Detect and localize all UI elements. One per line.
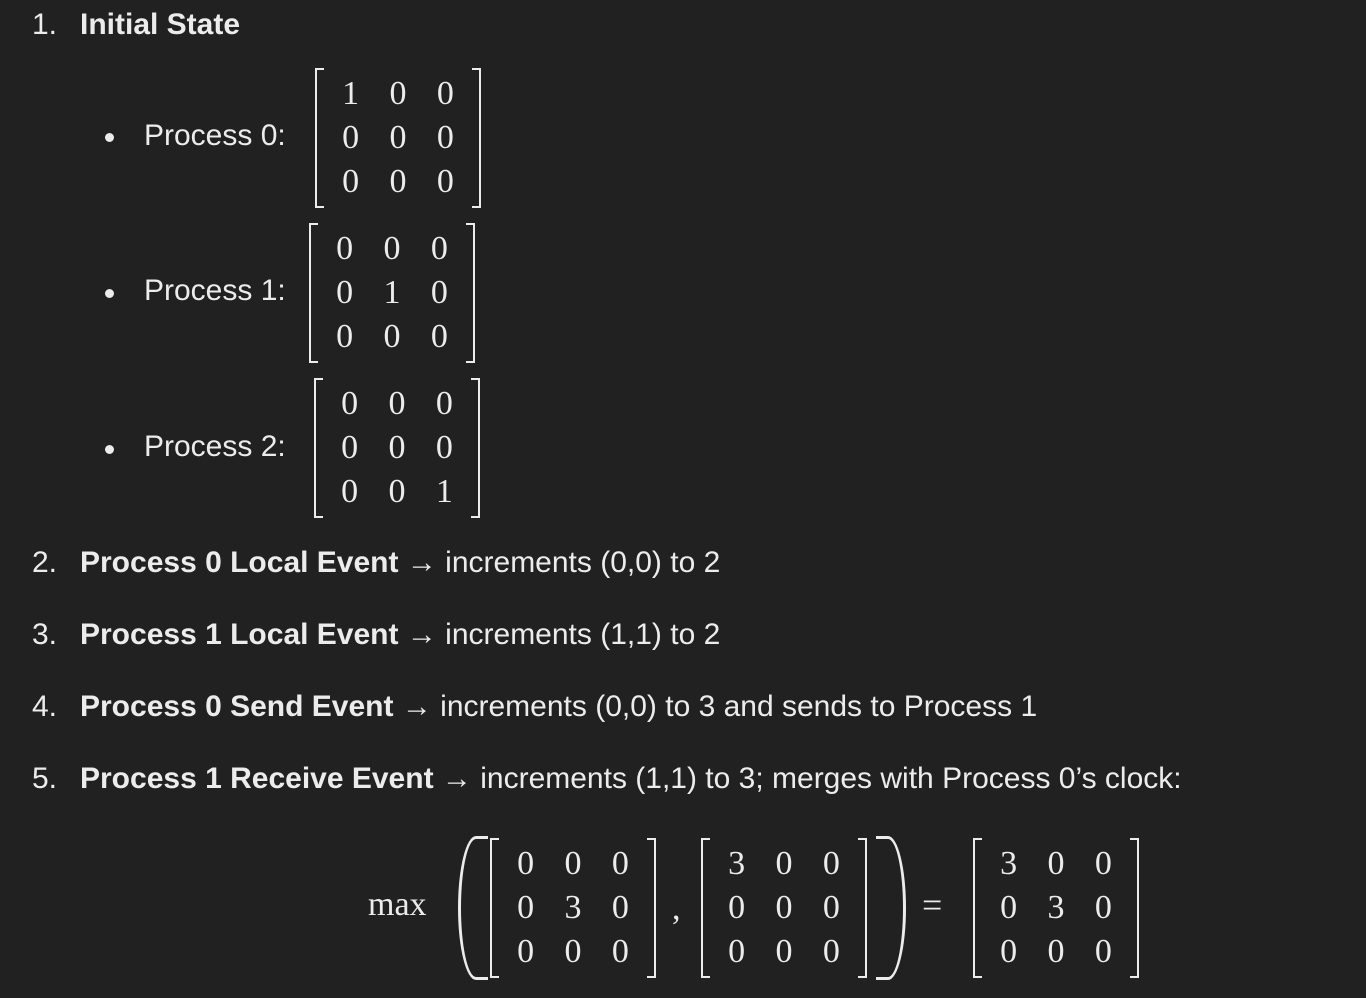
matrix-cell: 1 bbox=[383, 274, 401, 311]
matrix-cell: 0 bbox=[435, 385, 453, 422]
matrix-cell: 0 bbox=[1000, 889, 1018, 926]
step-5-number: 5. bbox=[32, 762, 58, 795]
matrix-cell: 0 bbox=[341, 385, 359, 422]
matrix-cell: 0 bbox=[564, 845, 582, 882]
bullet-icon bbox=[105, 133, 114, 142]
step-3-line: Process 1 Local Event → increments (1,1)… bbox=[80, 618, 720, 652]
matrix-cell: 3 bbox=[564, 889, 582, 926]
matrix-cell: 0 bbox=[728, 933, 746, 970]
matrix-cell: 0 bbox=[1047, 933, 1065, 970]
matrix-cell: 0 bbox=[517, 933, 535, 970]
matrix-cell: 0 bbox=[388, 473, 406, 510]
step-1-title: Initial State bbox=[80, 8, 241, 41]
matrix-cell: 3 bbox=[1000, 845, 1018, 882]
step-2-line: Process 0 Local Event → increments (0,0)… bbox=[80, 546, 720, 580]
matrix-cell: 0 bbox=[342, 119, 360, 156]
matrix-cell: 0 bbox=[388, 385, 406, 422]
step-4-line: Process 0 Send Event → increments (0,0) … bbox=[80, 690, 1037, 724]
left-paren bbox=[458, 836, 488, 980]
matrix-cell: 0 bbox=[775, 933, 793, 970]
equation-matrix-b: 3 0 0 0 0 0 0 0 0 bbox=[701, 838, 867, 978]
matrix-cell: 0 bbox=[430, 318, 448, 355]
matrix-cell: 3 bbox=[1047, 889, 1065, 926]
matrix-cell: 0 bbox=[728, 889, 746, 926]
matrix-cell: 0 bbox=[611, 845, 629, 882]
step-5-line: Process 1 Receive Event → increments (1,… bbox=[80, 762, 1182, 796]
step-3-title: Process 1 Local Event bbox=[80, 618, 399, 651]
step-4-title: Process 0 Send Event bbox=[80, 690, 394, 723]
matrix-cell: 0 bbox=[388, 429, 406, 466]
matrix-cell: 0 bbox=[435, 429, 453, 466]
step-4-number: 4. bbox=[32, 690, 58, 723]
matrix-cell: 0 bbox=[822, 889, 840, 926]
matrix-cell: 0 bbox=[611, 889, 629, 926]
step-4-text: → increments (0,0) to 3 and sends to Pro… bbox=[393, 690, 1038, 723]
max-function: max bbox=[368, 886, 427, 923]
matrix-cell: 0 bbox=[1000, 933, 1018, 970]
bullet-icon bbox=[105, 289, 114, 298]
matrix-cell: 0 bbox=[383, 230, 401, 267]
matrix-cell: 0 bbox=[1094, 889, 1112, 926]
matrix-cell: 0 bbox=[1094, 933, 1112, 970]
matrix-cell: 0 bbox=[336, 318, 354, 355]
process-2-label: Process 2: bbox=[144, 430, 286, 463]
matrix-cell: 0 bbox=[430, 274, 448, 311]
matrix-cell: 0 bbox=[1094, 845, 1112, 882]
matrix-cell: 0 bbox=[775, 845, 793, 882]
matrix-cell: 1 bbox=[435, 473, 453, 510]
matrix-cell: 0 bbox=[436, 75, 454, 112]
matrix-cell: 0 bbox=[517, 845, 535, 882]
matrix-cell: 0 bbox=[430, 230, 448, 267]
matrix-cell: 0 bbox=[389, 75, 407, 112]
matrix-cell: 0 bbox=[564, 933, 582, 970]
step-2-text: → increments (0,0) to 2 bbox=[398, 546, 721, 579]
equals-sign: = bbox=[922, 885, 943, 925]
matrix-cell: 3 bbox=[728, 845, 746, 882]
matrix-cell: 0 bbox=[822, 845, 840, 882]
matrix-cell: 0 bbox=[436, 119, 454, 156]
matrix-cell: 0 bbox=[341, 473, 359, 510]
matrix-cell: 0 bbox=[775, 889, 793, 926]
right-paren bbox=[876, 836, 906, 980]
process-0-matrix: 1 0 0 0 0 0 0 0 0 bbox=[315, 68, 481, 208]
matrix-cell: 0 bbox=[517, 889, 535, 926]
process-0-label: Process 0: bbox=[144, 119, 286, 152]
matrix-cell: 0 bbox=[389, 119, 407, 156]
step-3-text: → increments (1,1) to 2 bbox=[398, 618, 721, 651]
matrix-cell: 0 bbox=[336, 230, 354, 267]
equation-result-matrix: 3 0 0 0 3 0 0 0 0 bbox=[973, 838, 1139, 978]
equation-matrix-a: 0 0 0 0 3 0 0 0 0 bbox=[490, 838, 656, 978]
process-1-matrix: 0 0 0 0 1 0 0 0 0 bbox=[309, 223, 475, 363]
matrix-cell: 0 bbox=[436, 163, 454, 200]
step-1-number: 1. bbox=[32, 8, 58, 41]
matrix-cell: 0 bbox=[336, 274, 354, 311]
step-2-number: 2. bbox=[32, 546, 58, 579]
matrix-cell: 0 bbox=[341, 429, 359, 466]
matrix-cell: 0 bbox=[822, 933, 840, 970]
process-2-matrix: 0 0 0 0 0 0 0 0 1 bbox=[314, 378, 480, 518]
step-2-title: Process 0 Local Event bbox=[80, 546, 399, 579]
step-5-title: Process 1 Receive Event bbox=[80, 762, 434, 795]
matrix-cell: 0 bbox=[389, 163, 407, 200]
matrix-cell: 0 bbox=[383, 318, 401, 355]
step-3-number: 3. bbox=[32, 618, 58, 651]
matrix-cell: 0 bbox=[1047, 845, 1065, 882]
matrix-cell: 1 bbox=[342, 75, 360, 112]
matrix-cell: 0 bbox=[342, 163, 360, 200]
step-5-text: → increments (1,1) to 3; merges with Pro… bbox=[433, 762, 1182, 795]
bullet-icon bbox=[105, 445, 114, 454]
matrix-cell: 0 bbox=[611, 933, 629, 970]
process-1-label: Process 1: bbox=[144, 274, 286, 307]
comma: , bbox=[672, 890, 681, 927]
